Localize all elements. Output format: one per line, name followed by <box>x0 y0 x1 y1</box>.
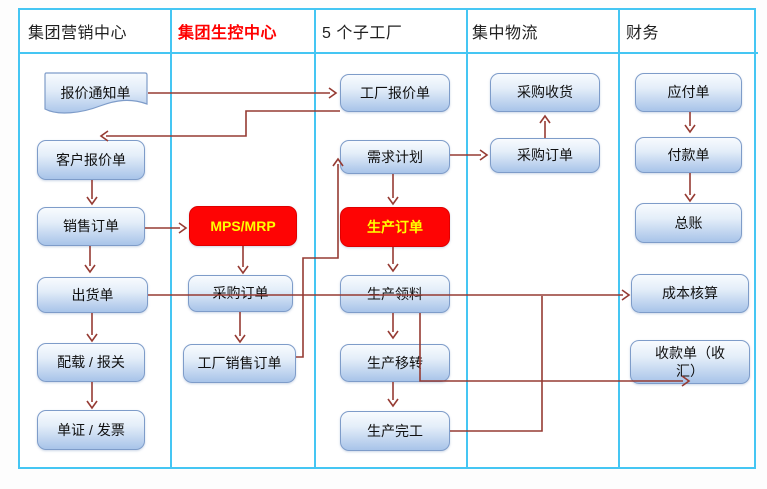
node-label: 出货单 <box>71 286 114 303</box>
node-label: 生产完工 <box>367 422 423 439</box>
node-purchase-receipt: 采购收货 <box>490 73 600 112</box>
node-customer-quote: 客户报价单 <box>37 140 145 180</box>
node-production-transfer: 生产移转 <box>340 344 450 382</box>
column-header-marketing: 集团营销中心 <box>28 25 128 42</box>
node-quote-notice: 报价通知单 <box>42 72 149 122</box>
node-production-order: 生产订单 <box>340 207 450 247</box>
node-label: 工厂报价单 <box>360 84 430 101</box>
node-label: 生产移转 <box>367 354 423 371</box>
node-label: 付款单 <box>667 146 710 163</box>
column-header-production-control: 集团生控中心 <box>178 25 278 42</box>
node-payment: 付款单 <box>635 137 742 173</box>
node-production-complete: 生产完工 <box>340 411 450 451</box>
node-cost-accounting: 成本核算 <box>631 274 749 313</box>
node-label: 应付单 <box>667 84 710 101</box>
node-factory-quote: 工厂报价单 <box>340 74 450 112</box>
node-label: 工厂销售订单 <box>197 355 282 372</box>
node-label: 成本核算 <box>662 285 718 302</box>
column-divider-1 <box>170 8 172 469</box>
column-divider-2 <box>314 8 316 469</box>
document-shape <box>44 72 148 114</box>
node-label: 报价通知单 <box>60 84 131 101</box>
node-mps-mrp: MPS/MRP <box>189 206 297 246</box>
column-header-finance: 财务 <box>626 25 660 42</box>
column-divider-3 <box>466 8 468 469</box>
node-demand-plan: 需求计划 <box>340 140 450 174</box>
header-divider <box>18 52 758 54</box>
node-label: 单证 / 发票 <box>57 421 125 438</box>
node-shipping-order: 出货单 <box>37 277 148 313</box>
column-header-logistics: 集中物流 <box>472 25 539 42</box>
column-header-factories: 5 个子工厂 <box>322 25 403 42</box>
node-purchase-order-logistics: 采购订单 <box>490 138 600 173</box>
node-factory-sales-order: 工厂销售订单 <box>183 344 296 383</box>
node-label: 生产订单 <box>367 218 423 235</box>
node-label: 需求计划 <box>367 148 423 165</box>
node-sales-order: 销售订单 <box>37 207 145 246</box>
column-divider-4 <box>618 8 620 469</box>
node-label: 销售订单 <box>63 218 119 235</box>
node-label: 收款单（收 汇） <box>655 344 725 379</box>
node-label: 配载 / 报关 <box>57 354 125 371</box>
node-label: 采购订单 <box>517 147 573 164</box>
node-label: 采购订单 <box>212 285 269 302</box>
node-general-ledger: 总账 <box>635 203 742 243</box>
node-label: 生产领料 <box>367 285 423 302</box>
node-payable: 应付单 <box>635 73 742 112</box>
node-purchase-order-hq: 采购订单 <box>188 275 293 312</box>
node-loading-customs: 配载 / 报关 <box>37 343 145 382</box>
node-label: 总账 <box>674 214 703 231</box>
node-label: MPS/MRP <box>210 217 276 234</box>
node-label: 客户报价单 <box>56 151 126 168</box>
node-production-picking: 生产领料 <box>340 275 450 313</box>
node-label: 采购收货 <box>517 84 573 101</box>
node-receipt-fx: 收款单（收 汇） <box>630 340 750 384</box>
node-doc-invoice: 单证 / 发票 <box>37 410 145 450</box>
